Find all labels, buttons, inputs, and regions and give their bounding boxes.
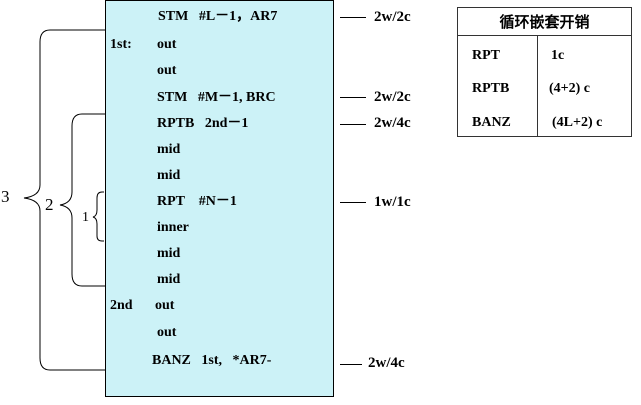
cost-tick [340,17,366,18]
brace-label-outer: 3 [1,187,10,206]
loop-brace-middle [59,113,105,287]
cost-note-rptb: 2w/4c [374,115,411,131]
table-row-instr: BANZ [472,115,511,130]
code-line-8: RPT #N－1 [157,194,237,209]
table-title: 循环嵌套开销 [458,8,631,36]
table-row-cost: (4+2) c [549,81,591,96]
cost-note-stm-l: 2w/2c [374,9,411,25]
loop-brace-outer [23,29,105,371]
code-label-1st: 1st: [110,37,132,52]
cost-note-banz: 2w/4c [368,355,405,371]
table-row-cost: (4L+2) c [552,115,603,130]
code-label-2nd: 2nd [110,298,133,313]
cost-tick [340,364,362,365]
code-line-3: out [157,63,177,78]
code-line-14: BANZ 1st, *AR7- [152,353,272,368]
code-listing-box [105,0,334,397]
loop-brace-inner [92,191,104,242]
cost-note-stm-m: 2w/2c [374,89,411,105]
cost-tick [340,202,366,203]
code-line-9: inner [157,220,189,235]
code-line-7: mid [157,168,181,183]
code-line-13: out [157,325,177,340]
cost-tick [340,124,366,125]
code-line-1: STM #L－1，AR7 [158,9,278,24]
code-line-5: RPTB 2nd－1 [157,116,249,131]
table-column-divider [537,36,538,137]
loop-overhead-table: 循环嵌套开销 RPT 1c RPTB (4+2) c BANZ (4L+2) c [457,7,632,137]
code-line-6: mid [157,142,181,157]
code-line-11: mid [157,272,181,287]
brace-label-inner: 1 [82,210,89,225]
code-line-12: out [155,298,175,313]
table-row-instr: RPTB [472,81,510,96]
table-row-cost: 1c [551,48,565,63]
code-line-2: out [157,37,177,52]
cost-tick [340,97,366,98]
brace-label-middle: 2 [45,195,54,214]
code-line-4: STM #M－1, BRC [157,90,276,105]
cost-note-rpt: 1w/1c [374,194,411,210]
table-row-instr: RPT [472,48,500,63]
code-line-10: mid [157,246,181,261]
